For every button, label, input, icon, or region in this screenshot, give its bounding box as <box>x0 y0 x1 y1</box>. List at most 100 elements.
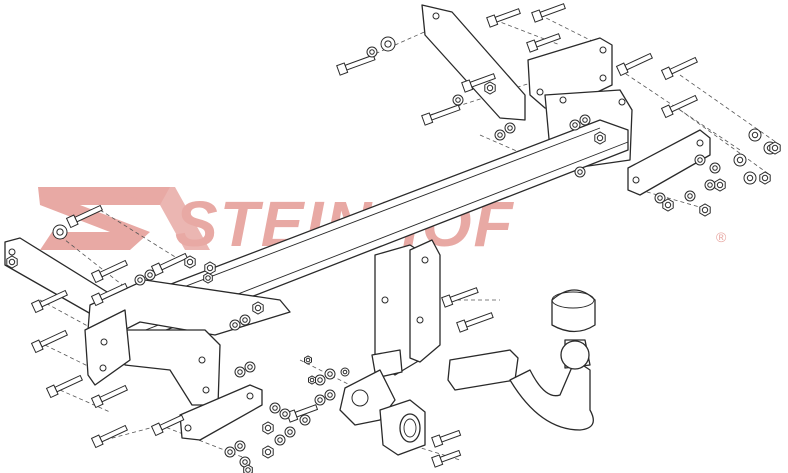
steinhof-logo-mark <box>38 187 210 250</box>
lower-left-plate <box>179 384 263 441</box>
washer-hole <box>237 369 243 375</box>
bolt <box>431 429 462 448</box>
bolt-head <box>45 384 59 399</box>
washer-hole <box>369 49 375 55</box>
washer-hole <box>317 377 323 383</box>
washer-hole <box>577 169 583 175</box>
bolt-shaft <box>669 94 699 113</box>
washer-hole <box>497 132 503 138</box>
washer-hole <box>507 125 513 131</box>
nut-hole <box>701 206 709 214</box>
bolt-head <box>660 104 674 119</box>
bolt <box>90 259 129 284</box>
tow-ball-arm <box>447 339 594 431</box>
bolt-head <box>431 454 444 468</box>
bolt-shaft <box>344 54 376 71</box>
washer-hole <box>227 449 233 455</box>
bolt-head <box>526 39 539 53</box>
bolt-head <box>615 62 629 77</box>
bolt-head <box>90 269 104 284</box>
bolt <box>150 252 189 277</box>
nut-hole <box>664 201 672 209</box>
bolt-head <box>421 112 434 126</box>
bolt-shaft <box>624 52 654 71</box>
bolt-head <box>531 9 544 23</box>
bolt-head <box>461 79 474 93</box>
registered-mark: ® <box>716 229 727 245</box>
bolt <box>660 56 699 81</box>
bolt <box>526 33 561 53</box>
bolt <box>461 73 496 93</box>
bolt <box>45 374 84 399</box>
bolt-shaft <box>99 384 129 403</box>
bolt-head <box>30 299 44 314</box>
washer-hole <box>712 165 718 171</box>
nut-hole <box>716 181 724 189</box>
bolt-head <box>431 434 444 448</box>
bolt <box>150 414 185 437</box>
nut-hole <box>305 357 311 363</box>
bolt-shaft <box>54 374 84 393</box>
nut-hole <box>596 134 604 142</box>
nut-hole <box>486 84 494 92</box>
bolt-shaft <box>439 449 462 463</box>
washer-hole <box>657 195 663 201</box>
bolt-head <box>150 422 164 437</box>
bolt <box>456 312 494 333</box>
bolt-head <box>660 66 674 81</box>
bolt <box>421 104 461 126</box>
bolt-head <box>486 14 499 28</box>
washer-hole <box>327 392 333 398</box>
washer-hole <box>736 156 744 164</box>
washer-hole <box>751 131 759 139</box>
bolt-shaft <box>439 429 462 443</box>
bolt-shaft <box>494 8 521 23</box>
washer-hole <box>582 117 588 123</box>
nut-hole <box>8 258 16 266</box>
washer-hole <box>242 317 248 323</box>
washer-hole <box>327 371 333 377</box>
washer-hole <box>455 97 461 103</box>
bolt-shaft <box>99 259 129 278</box>
washer-hole <box>56 228 64 236</box>
washer-hole <box>272 405 278 411</box>
washer-hole <box>687 193 693 199</box>
bolt <box>30 289 69 314</box>
bolt <box>90 384 129 409</box>
bolt-head <box>90 434 104 449</box>
washer-hole <box>697 157 703 163</box>
washer-hole <box>232 322 238 328</box>
bolt-shaft <box>669 56 699 75</box>
washer-hole <box>287 429 293 435</box>
bolt-head <box>90 394 104 409</box>
bolt-head <box>30 339 44 354</box>
washer-hole <box>572 122 578 128</box>
bolt <box>531 3 566 23</box>
bolt-head <box>336 62 349 76</box>
nut-hole <box>309 377 315 383</box>
bolt <box>615 52 654 77</box>
bolt <box>336 54 376 76</box>
bolt-head <box>441 294 454 308</box>
bolt-shaft <box>534 33 561 48</box>
bolt <box>486 8 521 28</box>
electric-socket <box>379 399 426 456</box>
washer-hole <box>147 272 153 278</box>
bolt-shaft <box>464 312 494 328</box>
bolt <box>441 287 479 308</box>
nut-hole <box>761 174 769 182</box>
nut-hole <box>254 304 262 312</box>
bolt-shaft <box>539 3 566 18</box>
nut-hole <box>205 275 211 281</box>
nut-hole <box>264 424 272 432</box>
fasteners <box>6 3 781 473</box>
tow-ball-cover <box>551 289 596 333</box>
bolt-shaft <box>39 329 69 348</box>
nut-hole <box>206 264 214 272</box>
bolt-head <box>456 319 469 333</box>
washer-hole <box>342 369 348 375</box>
nut-hole <box>245 467 251 473</box>
bolt-head <box>65 214 79 229</box>
left-mounting-bracket <box>4 237 291 406</box>
